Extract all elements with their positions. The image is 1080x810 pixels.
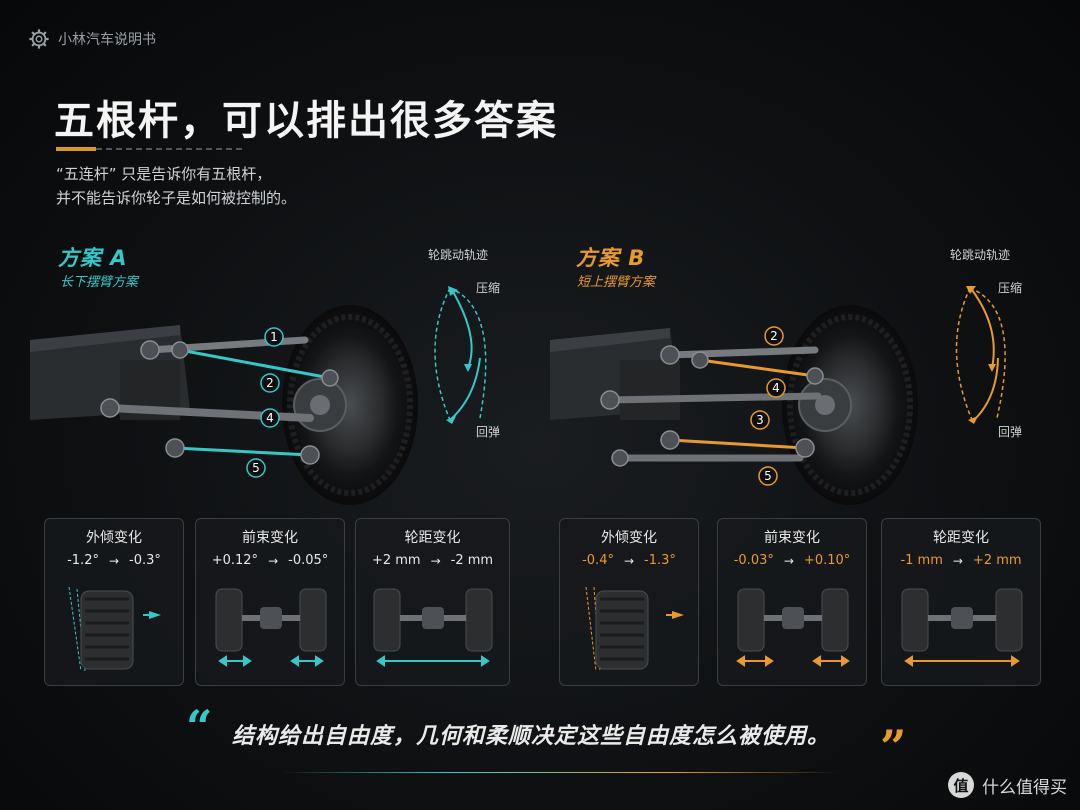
scheme-a-desc: 长下摆臂方案 (60, 275, 139, 290)
card-title: 外倾变化 (601, 530, 657, 546)
card-from: -0.03° (733, 553, 774, 568)
trajectory-curve-icon (434, 286, 487, 424)
zhi-logo-icon: 值 (948, 772, 974, 798)
link-2 (699, 358, 816, 378)
card-to: +2 mm (972, 553, 1022, 568)
subtitle-line-2: 并不能告诉你轮子是如何被控制的。 (56, 189, 297, 207)
scheme-b-rebound-label: 回弹 (998, 425, 1023, 439)
badge-2: 2 (266, 376, 274, 390)
scheme-b-compress-label: 压缩 (998, 281, 1023, 295)
arrow-icon: → (430, 553, 441, 568)
link-5 (174, 446, 311, 457)
scheme-a-compress-label: 压缩 (476, 281, 501, 295)
card-title: 外倾变化 (86, 530, 142, 546)
card-toe-a: 前束变化 +0.12° → -0.05° (195, 518, 345, 686)
badge-3: 3 (756, 413, 764, 427)
axle-icon (736, 588, 850, 667)
scheme-b-desc: 短上摆臂方案 (577, 275, 656, 290)
card-toe-b: 前束变化 -0.03° → +0.10° (717, 518, 867, 686)
camber-wheel-icon (585, 586, 684, 672)
axle-icon (901, 588, 1023, 667)
card-to: -1.3° (644, 553, 676, 568)
arrow-icon: → (268, 553, 279, 568)
badge-4: 4 (772, 381, 780, 395)
link-5 (669, 438, 806, 450)
badge-4: 4 (266, 411, 274, 425)
scheme-b-trajectory-title: 轮跳动轨迹 (950, 248, 1011, 262)
card-to: -0.05° (288, 553, 329, 568)
card-from: -1.2° (67, 553, 99, 568)
card-title: 轮距变化 (404, 530, 461, 546)
camber-wheel-icon (68, 586, 161, 672)
trajectory-curve-icon (955, 286, 1006, 424)
quote-text: 结构给出自由度，几何和柔顺决定这些自由度怎么被使用。 (232, 724, 831, 749)
card-from: -1 mm (900, 553, 943, 568)
watermark-text: 什么值得买 (982, 777, 1067, 798)
card-from: +0.12° (211, 553, 259, 568)
scheme-b-name: 方案 B (576, 246, 646, 270)
card-track-b: 轮距变化 -1 mm → +2 mm (881, 518, 1041, 686)
badge-2: 2 (770, 329, 778, 343)
scheme-a-suspension-illustration: 1 2 4 5 (30, 305, 418, 505)
arrow-icon: → (623, 553, 635, 568)
card-to: -0.3° (129, 553, 161, 568)
card-title: 前束变化 (764, 530, 820, 546)
brand: 小林汽车说明书 (28, 28, 156, 50)
axle-icon (215, 588, 327, 667)
subtitle: “五连杆” 只是告诉你有五根杆， 并不能告诉你轮子是如何被控制的。 (56, 162, 296, 210)
close-quote-icon: ” (880, 720, 907, 774)
scheme-a-name: 方案 A (58, 246, 128, 270)
watermark: 值 什么值得买 (948, 772, 1067, 798)
card-to: -2 mm (450, 553, 494, 568)
link-2 (179, 348, 331, 380)
badge-5: 5 (764, 469, 772, 483)
scheme-a-rebound-label: 回弹 (476, 425, 501, 439)
badge-1: 1 (270, 330, 278, 344)
divider (280, 772, 840, 773)
card-camber-a: 外倾变化 -1.2° → -0.3° (44, 518, 184, 686)
card-from: +2 mm (371, 553, 421, 568)
open-quote-icon: “ (186, 700, 213, 754)
brand-name: 小林汽车说明书 (58, 32, 156, 48)
axle-icon (373, 588, 493, 667)
subtitle-line-1: “五连杆” 只是告诉你有五根杆， (56, 165, 272, 183)
scheme-a-trajectory-title: 轮跳动轨迹 (428, 248, 489, 262)
arrow-icon: → (108, 553, 120, 568)
title-underline (56, 147, 246, 151)
scheme-b-suspension-illustration: 2 4 3 5 (550, 305, 918, 505)
card-track-a: 轮距变化 +2 mm → -2 mm (355, 518, 510, 686)
card-from: -0.4° (582, 553, 614, 568)
gear-icon (29, 29, 49, 49)
page-title: 五根杆，可以排出很多答案 (54, 98, 558, 144)
card-title: 前束变化 (242, 530, 298, 546)
card-camber-b: 外倾变化 -0.4° → -1.3° (559, 518, 699, 686)
arrow-icon: → (952, 553, 963, 568)
arrow-icon: → (783, 553, 794, 568)
badge-5: 5 (252, 461, 260, 475)
card-to: +0.10° (803, 553, 851, 568)
card-title: 轮距变化 (933, 530, 989, 546)
